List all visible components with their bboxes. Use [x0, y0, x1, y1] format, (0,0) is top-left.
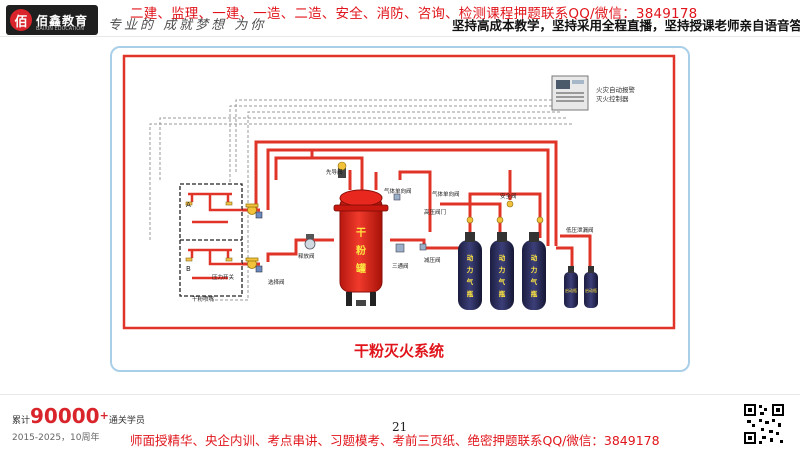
stat-plus: + [99, 409, 109, 422]
hp-valve-label: 高压阀门 [424, 208, 446, 216]
protected-zones [179, 183, 243, 297]
cyl2-char-1: 动 [499, 253, 506, 262]
cyl2-char-4: 瓶 [499, 289, 506, 298]
tank-char-1: 干 [356, 227, 366, 239]
logo-mark-icon: 佰 [10, 9, 32, 31]
logo-text: 佰鑫教育 [36, 13, 89, 28]
safety-valve-label: 安全阀 [500, 192, 517, 200]
start-bottle-label-1: 启动瓶 [565, 287, 577, 293]
reducer-label: 减压阀 [424, 256, 441, 264]
brand-logo: 佰 佰鑫教育 BAIXIN EDUCATION [6, 5, 98, 35]
cyl2-char-2: 力 [499, 265, 506, 274]
pressure-switch-label: 压力开关 [212, 273, 235, 281]
gas-check-valve2-label: 气体单向阀 [432, 190, 460, 198]
release-valve-label: 释放阀 [298, 252, 315, 260]
dry-powder-tank [333, 189, 389, 306]
course-banner: 二建、监理、一建、一造、二造、安全、消防、咨询、检测课程押题联系QQ/微信：38… [130, 6, 698, 22]
gas-check-valve-label: 气体单向阀 [384, 187, 412, 195]
selector-valves [245, 203, 259, 269]
zone-a-label: A [186, 201, 191, 209]
cyl1-char-3: 气 [466, 277, 474, 286]
footer-divider [0, 394, 800, 395]
cyl3-char-2: 力 [531, 265, 538, 274]
pressure-switches [255, 211, 263, 273]
student-stat: 累计90000+通关学员 [12, 404, 145, 428]
power-gas-cylinders [458, 232, 546, 310]
cyl1-char-1: 动 [467, 253, 474, 262]
zone-b-label: B [186, 265, 191, 273]
diagram-border [122, 54, 676, 330]
stat-prefix: 累计 [12, 416, 31, 426]
cyl1-char-4: 瓶 [467, 289, 474, 298]
qr-code-icon [742, 402, 786, 446]
fire-alarm-controller [551, 75, 589, 111]
stat-number: 90000 [30, 404, 100, 428]
check-valve-label: 选择阀 [268, 278, 285, 286]
tank-char-2: 粉 [356, 244, 366, 257]
tri-valve-label: 三通阀 [392, 262, 409, 270]
gas-check-valve-icons [393, 193, 427, 253]
diagram-title: 干粉灭火系统 [354, 342, 444, 360]
stat-suffix: 通关学员 [108, 416, 145, 426]
cyl3-char-1: 动 [531, 253, 538, 262]
footer-banner: 师面授精华、央企内训、考点串讲、习题模考、考前三页纸、绝密押题联系QQ/微信：3… [130, 433, 660, 448]
cyl1-char-2: 力 [467, 265, 474, 274]
lp-valve-label: 低压泄漏阀 [566, 226, 594, 234]
page-number: 21 [392, 420, 408, 434]
start-bottles [564, 266, 598, 308]
controller-label-2: 灭火控制器 [596, 94, 629, 103]
anniversary-years: 2015-2025，10周年 [12, 433, 100, 443]
signature-slogan: 专业的 成就梦想 为你 [108, 18, 267, 33]
release-valve [304, 234, 316, 250]
cylinder-valves [466, 200, 544, 224]
nozzle-label: 干粉喷嘴 [192, 295, 215, 303]
controller-label-1: 火灾自动报警 [596, 85, 636, 94]
cyl2-char-3: 气 [498, 277, 506, 286]
tank-char-3: 罐 [355, 262, 366, 275]
teaching-banner: 坚持高成本教学，坚持采用全程直播，坚持授课老师亲自语音答疑 [452, 18, 800, 33]
cyl3-char-3: 气 [530, 277, 538, 286]
pilot-valve-label: 先导阀 [326, 168, 343, 176]
start-bottle-label-2: 启动瓶 [585, 287, 597, 293]
logo-subtitle: BAIXIN EDUCATION [36, 26, 84, 32]
cyl3-char-4: 瓶 [531, 289, 538, 298]
header-divider [0, 36, 800, 37]
pilot-valve [337, 161, 347, 178]
